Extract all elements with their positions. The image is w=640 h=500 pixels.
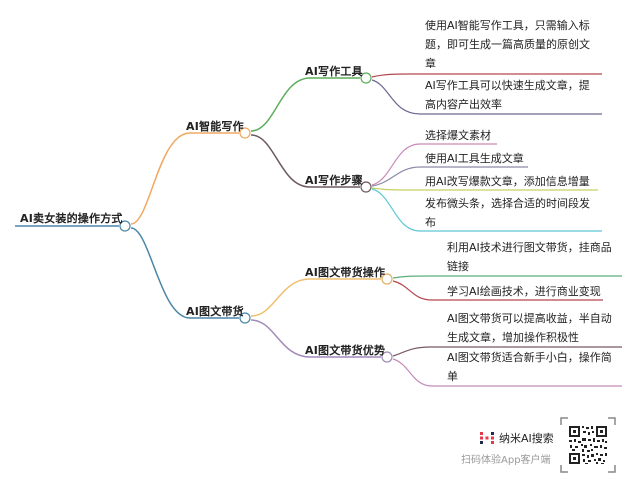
leaf-item[interactable]: 选择爆文素材 (425, 129, 491, 142)
nami-logo-icon (480, 432, 494, 444)
node-toggle-writing-steps[interactable] (360, 181, 372, 193)
sub-label-selling-ops[interactable]: AI图文带货操作 (305, 266, 386, 279)
leaf-item[interactable]: 学习AI绘画技术，进行商业变现 (447, 285, 601, 298)
root-label[interactable]: AI卖女装的操作方式 (20, 212, 123, 225)
sub-label-selling-advantages[interactable]: AI图文带货优势 (305, 344, 386, 357)
qr-code-icon[interactable] (560, 417, 616, 473)
leaf-item[interactable]: 用AI改写爆款文章，添加信息增量 (425, 175, 590, 188)
leaf-item[interactable]: 利用AI技术进行图文带货，挂商品链接 (447, 241, 612, 273)
leaf-item[interactable]: AI图文带货可以提高收益，半自动生成文章，增加操作积极性 (447, 312, 612, 344)
leaf-item[interactable]: 发布微头条，选择合适的时间段发布 (425, 197, 590, 229)
leaf-item[interactable]: 使用AI智能写作工具，只需输入标题，即可生成一篇高质量的原创文章 (425, 19, 590, 70)
node-toggle-ai-image-text[interactable] (239, 312, 251, 324)
leaf-item[interactable]: AI图文带货适合新手小白，操作简单 (447, 351, 612, 383)
node-toggle-ai-writing[interactable] (239, 127, 251, 139)
leaf-item[interactable]: 使用AI工具生成文章 (425, 152, 524, 165)
leaf-item[interactable]: AI写作工具可以快速生成文章，提高内容产出效率 (425, 79, 590, 111)
node-toggle-selling-ops[interactable] (381, 273, 393, 285)
branch-label-ai-writing[interactable]: AI智能写作 (186, 120, 244, 133)
brand: 纳米AI搜索 (480, 430, 554, 446)
sub-label-writing-tools[interactable]: AI写作工具 (305, 65, 363, 78)
branch-label-ai-image-text[interactable]: AI图文带货 (186, 305, 244, 318)
sub-label-writing-steps[interactable]: AI写作步骤 (305, 174, 363, 187)
node-toggle-writing-tools[interactable] (360, 72, 372, 84)
brand-subtitle: 扫码体验App客户端 (461, 455, 551, 466)
node-toggle-selling-advantages[interactable] (381, 351, 393, 363)
brand-name: 纳米AI搜索 (499, 432, 554, 445)
root-node-toggle[interactable] (119, 220, 131, 232)
